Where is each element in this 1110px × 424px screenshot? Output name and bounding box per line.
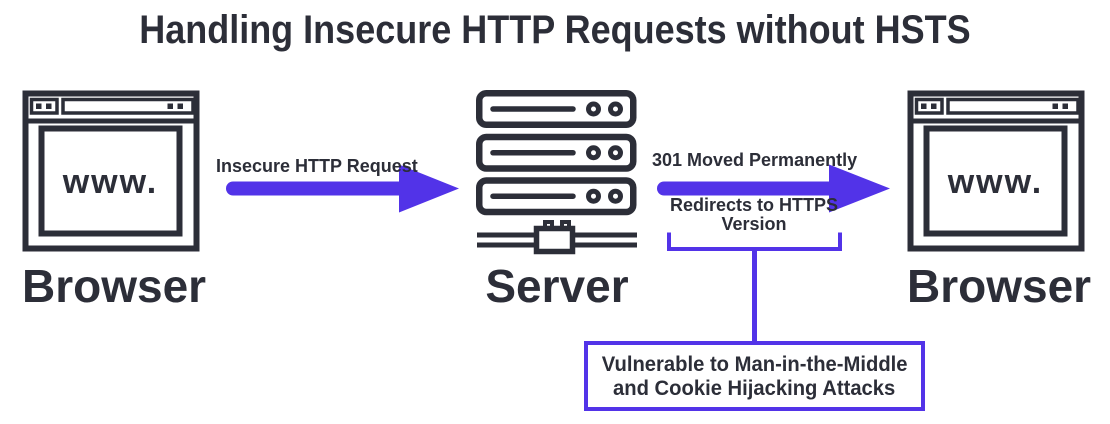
response-arrow-label: 301 Moved Permanently [652, 150, 858, 170]
response-arrow-sublabel: Redirects to HTTPS Version [654, 196, 854, 233]
range-bracket [667, 232, 842, 251]
callout-line1: Vulnerable to Man-in-the-Middle [601, 351, 908, 376]
arrow-right-icon [226, 164, 459, 213]
response-sublabel-line1: Redirects to HTTPS [669, 195, 839, 215]
browser-window-icon: www. [907, 90, 1085, 252]
request-arrow-label: Insecure HTTP Request [216, 156, 418, 176]
browser-www-text: www. [947, 163, 1044, 201]
page-title: Handling Insecure HTTP Requests without … [0, 9, 1110, 51]
vulnerability-callout-box: Vulnerable to Man-in-the-Middle and Cook… [584, 341, 925, 411]
browser-right-label: Browser [907, 260, 1092, 312]
arrow-right-icon [657, 164, 890, 213]
response-sublabel-line2: Version [721, 213, 787, 234]
browser-left-label: Browser [22, 260, 207, 312]
server-rack-icon [476, 90, 637, 255]
callout-line2: and Cookie Hijacking Attacks [613, 376, 896, 400]
page-title-text: Handling Insecure HTTP Requests without … [139, 8, 971, 52]
browser-window-icon: www. [22, 90, 200, 252]
server-label: Server [485, 260, 629, 312]
browser-www-text: www. [62, 163, 159, 201]
